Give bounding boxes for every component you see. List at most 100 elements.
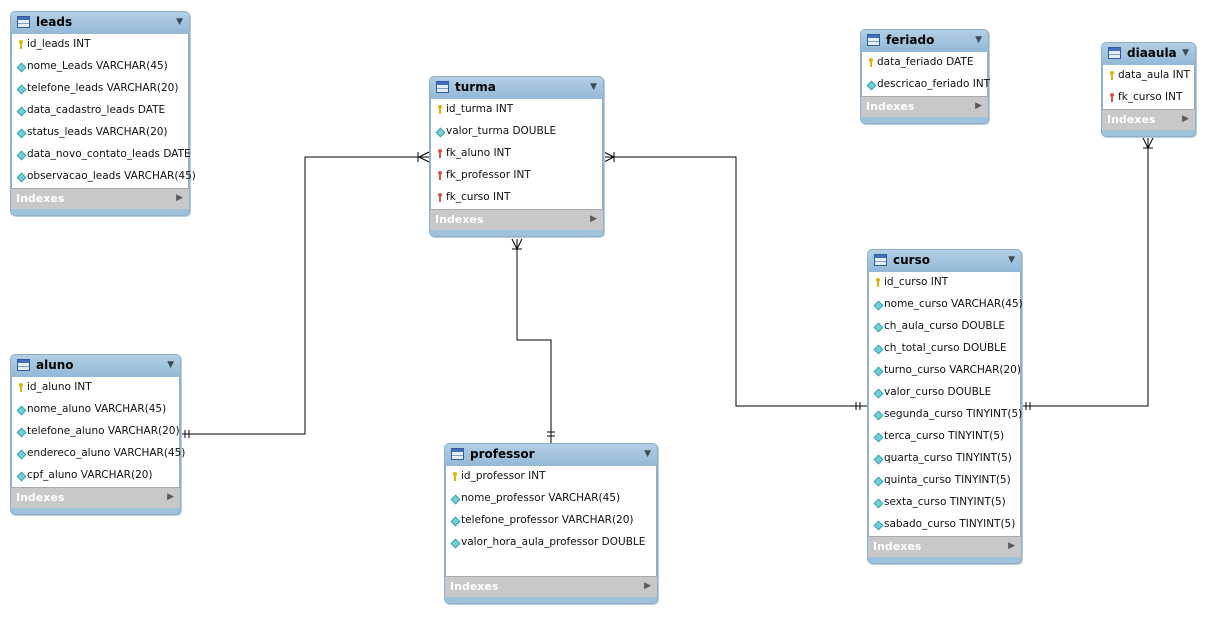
column-label: telefone_aluno VARCHAR(20)	[27, 425, 180, 437]
column-row[interactable]: id_aluno INT	[12, 377, 179, 399]
table-header[interactable]: aluno▼	[11, 355, 180, 377]
column-row[interactable]: telefone_aluno VARCHAR(20)	[12, 421, 180, 443]
expand-arrow-icon[interactable]: ▶	[975, 101, 982, 111]
column-row[interactable]: telefone_leads VARCHAR(20)	[12, 78, 188, 100]
column-row[interactable]: fk_aluno INT	[431, 143, 602, 165]
column-row[interactable]: valor_hora_aula_professor DOUBLE	[446, 532, 656, 554]
indexes-bar[interactable]: Indexes▶	[861, 96, 988, 117]
column-label: nome_curso VARCHAR(45)	[884, 298, 1023, 310]
collapse-chevron-icon[interactable]: ▼	[975, 35, 982, 45]
table-header[interactable]: curso ▼	[868, 250, 1021, 272]
column-diamond-icon	[866, 80, 877, 91]
column-row[interactable]: descricao_feriado INT	[862, 74, 991, 96]
column-row[interactable]: id_turma INT	[431, 99, 602, 121]
one-marker-professor	[547, 431, 555, 437]
collapse-chevron-icon[interactable]: ▼	[167, 360, 174, 370]
indexes-bar[interactable]: Indexes▶	[868, 536, 1021, 557]
column-row[interactable]: valor_turma DOUBLE	[431, 121, 602, 143]
column-row[interactable]: terca_curso TINYINT(5)	[869, 426, 1020, 448]
expand-arrow-icon[interactable]: ▶	[1182, 114, 1189, 124]
column-row[interactable]: quarta_curso TINYINT(5)	[869, 448, 1020, 470]
column-row[interactable]: observacao_leads VARCHAR(45)	[12, 166, 196, 188]
expand-arrow-icon[interactable]: ▶	[176, 193, 183, 203]
column-diamond-icon	[16, 62, 27, 73]
table-name: curso	[893, 253, 930, 267]
expand-arrow-icon[interactable]: ▶	[1008, 541, 1015, 551]
column-diamond-icon	[873, 520, 884, 531]
column-row[interactable]: id_leads INT	[12, 34, 188, 56]
column-row[interactable]: nome_aluno VARCHAR(45)	[12, 399, 179, 421]
column-row[interactable]: nome_curso VARCHAR(45)	[869, 294, 1023, 316]
column-diamond-icon	[16, 128, 27, 139]
column-row[interactable]: data_aula INT	[1103, 65, 1194, 87]
column-row[interactable]: id_professor INT	[446, 466, 656, 488]
indexes-bar[interactable]: Indexes▶	[11, 188, 189, 209]
column-row[interactable]: sexta_curso TINYINT(5)	[869, 492, 1020, 514]
table-header[interactable]: diaaula▼	[1102, 43, 1195, 65]
collapse-chevron-icon[interactable]: ▼	[1182, 48, 1189, 58]
table-header[interactable]: leads▼	[11, 12, 189, 34]
column-row[interactable]: ch_aula_curso DOUBLE	[869, 316, 1020, 338]
column-diamond-icon	[16, 106, 27, 117]
column-label: quinta_curso TINYINT(5)	[884, 474, 1011, 486]
expand-arrow-icon[interactable]: ▶	[644, 581, 651, 591]
relationship-curso-diaaula	[1022, 138, 1149, 407]
column-row[interactable]: valor_curso DOUBLE	[869, 382, 1020, 404]
column-row[interactable]: data_feriado DATE	[862, 52, 987, 74]
table-icon	[874, 254, 887, 266]
column-label: telefone_leads VARCHAR(20)	[27, 82, 179, 94]
column-row[interactable]: data_cadastro_leads DATE	[12, 100, 188, 122]
collapse-chevron-icon[interactable]: ▼	[590, 82, 597, 92]
expand-arrow-icon[interactable]: ▶	[590, 214, 597, 224]
column-label: terca_curso TINYINT(5)	[884, 430, 1005, 442]
column-diamond-icon	[16, 471, 27, 482]
indexes-label: Indexes	[16, 491, 65, 504]
column-row[interactable]: cpf_aluno VARCHAR(20)	[12, 465, 179, 487]
table-feriado[interactable]: feriado▼ data_feriado DATE descricao_feria…	[860, 29, 991, 124]
column-row[interactable]: status_leads VARCHAR(20)	[12, 122, 188, 144]
table-professor[interactable]: professor▼id_professor INT nome_professor…	[444, 443, 658, 604]
column-label: data_aula INT	[1118, 69, 1191, 81]
column-row[interactable]: nome_Leads VARCHAR(45)	[12, 56, 188, 78]
indexes-bar[interactable]: Indexes ▶	[11, 487, 180, 508]
table-header[interactable]: feriado▼	[861, 30, 988, 52]
column-row[interactable]: telefone_professor VARCHAR(20)	[446, 510, 656, 532]
column-diamond-icon	[873, 344, 884, 355]
collapse-chevron-icon[interactable]: ▼	[644, 449, 651, 459]
column-row[interactable]: fk_curso INT	[431, 187, 602, 209]
table-header[interactable]: professor▼	[445, 444, 657, 466]
one-marker-curso-left	[855, 402, 861, 410]
column-row[interactable]: quinta_curso TINYINT(5)	[869, 470, 1020, 492]
column-label: nome_professor VARCHAR(45)	[461, 492, 621, 504]
table-curso[interactable]: curso ▼ id_curso INT nome_curso VARCHAR(45)…	[867, 249, 1023, 564]
column-row[interactable]: data_novo_contato_leads DATE	[12, 144, 191, 166]
column-label: data_feriado DATE	[877, 56, 974, 68]
column-row[interactable]: nome_professor VARCHAR(45)	[446, 488, 656, 510]
column-row[interactable]: sabado_curso TINYINT(5)	[869, 514, 1020, 536]
column-row[interactable]: fk_professor INT	[431, 165, 602, 187]
indexes-label: Indexes	[450, 580, 499, 593]
many-marker-turma-left	[417, 151, 430, 163]
column-label: descricao_feriado INT	[877, 78, 991, 90]
column-diamond-icon	[873, 388, 884, 399]
table-header[interactable]: turma▼	[430, 77, 603, 99]
expand-arrow-icon[interactable]: ▶	[167, 492, 174, 502]
column-row[interactable]: ch_total_curso DOUBLE	[869, 338, 1020, 360]
column-row[interactable]: endereco_aluno VARCHAR(45)	[12, 443, 185, 465]
indexes-bar[interactable]: Indexes▶	[430, 209, 603, 230]
indexes-bar[interactable]: Indexes ▶	[445, 576, 657, 597]
indexes-bar[interactable]: Indexes▶	[1102, 109, 1195, 130]
column-row[interactable]: segunda_curso TINYINT(5)	[869, 404, 1022, 426]
collapse-chevron-icon[interactable]: ▼	[1008, 255, 1015, 265]
collapse-chevron-icon[interactable]: ▼	[176, 17, 183, 27]
column-row[interactable]: id_curso INT	[869, 272, 1020, 294]
column-row[interactable]: turno_curso VARCHAR(20)	[869, 360, 1021, 382]
column-row[interactable]: fk_curso INT	[1103, 87, 1194, 109]
